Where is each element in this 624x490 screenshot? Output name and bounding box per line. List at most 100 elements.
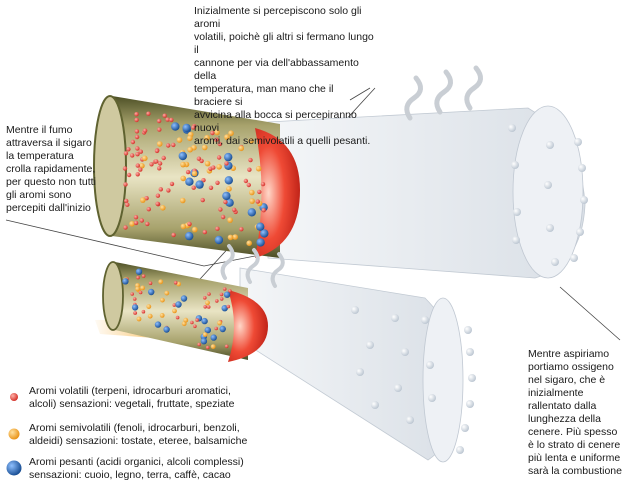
semivolatile-aroma-particle — [156, 141, 163, 147]
semivolatile-aroma-particle — [246, 240, 252, 246]
volatile-aroma-particle — [149, 162, 154, 167]
heavy-aroma-particle — [247, 208, 256, 217]
volatile-aroma-particle — [187, 221, 192, 227]
volatile-aroma-particle — [201, 178, 206, 183]
volatile-aroma-particle — [123, 151, 129, 156]
heavy-aroma-particle — [178, 151, 187, 161]
heavy-aroma-particle — [256, 222, 265, 231]
semivolatile-aroma-particle — [201, 144, 208, 151]
volatile-aroma-particle — [126, 147, 131, 152]
heavy-aroma-particle — [148, 288, 155, 296]
volatile-aroma-particle — [141, 274, 146, 278]
volatile-aroma-particle — [239, 227, 244, 232]
volatile-aroma-particle — [134, 117, 139, 123]
semivolatile-aroma-particle — [135, 286, 141, 292]
volatile-aroma-particle — [223, 199, 228, 205]
semivolatile-aroma-particle — [183, 317, 189, 323]
oxygen-particle — [546, 224, 554, 232]
volatile-aroma-particle — [261, 208, 266, 213]
volatile-aroma-particle — [216, 155, 222, 160]
orange-dot-icon — [8, 428, 20, 440]
volatile-aroma-particle — [215, 226, 220, 231]
semivolatile-aroma-particle — [217, 320, 223, 326]
semivolatile-aroma-particle — [135, 283, 140, 288]
volatile-aroma-particle — [138, 167, 143, 172]
volatile-aroma-particle — [145, 221, 150, 227]
volatile-aroma-particle — [161, 155, 166, 161]
cigar-large — [93, 95, 586, 279]
note-temperature-drop: Mentre il fumo attraversa il sigaro la t… — [6, 124, 96, 214]
volatile-aroma-particle — [135, 172, 140, 177]
volatile-aroma-particle — [215, 299, 219, 303]
oxygen-particle — [464, 326, 472, 334]
volatile-aroma-particle — [146, 111, 151, 116]
semivolatile-aroma-particle — [140, 285, 146, 291]
heavy-aroma-particle — [204, 326, 211, 334]
volatile-aroma-particle — [228, 289, 232, 293]
semivolatile-aroma-particle — [176, 137, 183, 143]
volatile-aroma-particle — [224, 344, 229, 349]
semivolatile-aroma-particle — [210, 344, 216, 349]
volatile-aroma-particle — [208, 185, 214, 190]
legend-semivolatile-aromas: Aromi semivolatili (fenoli, idrocarburi,… — [2, 422, 302, 456]
volatile-aroma-particle — [172, 303, 177, 307]
volatile-aroma-particle — [169, 117, 174, 123]
legend-label: Aromi volatili (terpeni, idrocarburi aro… — [29, 385, 235, 410]
oxygen-particle — [466, 348, 474, 356]
volatile-aroma-particle — [155, 193, 161, 198]
semivolatile-aroma-particle — [214, 129, 220, 136]
volatile-aroma-particle — [196, 156, 202, 161]
semivolatile-aroma-particle — [204, 134, 210, 141]
volatile-aroma-particle — [122, 166, 128, 171]
volatile-aroma-particle — [158, 187, 163, 192]
semivolatile-aroma-particle — [160, 205, 166, 211]
semivolatile-aroma-particle — [179, 197, 186, 204]
oxygen-particle — [544, 181, 552, 189]
oxygen-particle — [580, 196, 588, 204]
volatile-aroma-particle — [157, 161, 163, 166]
smoke-wisps-small — [220, 244, 285, 288]
heavy-aroma-particle — [131, 304, 139, 311]
semivolatile-aroma-particle — [238, 145, 244, 152]
oxygen-particles — [351, 124, 588, 454]
heavy-aroma-particle — [175, 301, 182, 308]
volatile-aroma-particle — [169, 181, 175, 187]
volatile-aroma-particle — [130, 292, 134, 296]
oxygen-particle — [461, 424, 469, 432]
volatile-aroma-particle — [222, 287, 227, 291]
volatile-aroma-particle — [202, 229, 207, 235]
heavy-aroma-particle — [180, 295, 188, 302]
heavy-aroma-particle — [171, 122, 180, 131]
heavy-aroma-particle — [122, 278, 129, 285]
volatile-aroma-particle — [224, 161, 229, 166]
semivolatile-aroma-particle — [187, 135, 193, 141]
volatile-aroma-particle — [218, 207, 223, 212]
volatile-aroma-particle — [123, 182, 128, 187]
volatile-aroma-particle — [190, 320, 194, 325]
volatile-aroma-particle — [171, 142, 176, 148]
volatile-aroma-particle — [126, 172, 132, 178]
oxygen-particle — [511, 161, 519, 169]
semivolatile-aroma-particle — [158, 279, 164, 285]
oxygen-particle — [401, 348, 409, 356]
volatile-aroma-particle — [138, 149, 143, 154]
heavy-aroma-particle — [223, 291, 231, 298]
oxygen-particle — [406, 416, 414, 424]
volatile-aroma-particle — [135, 146, 140, 151]
volatile-aroma-particle — [257, 189, 262, 195]
volatile-aroma-particle — [157, 127, 162, 132]
legend-heavy-aromas: Aromi pesanti (acidi organici, alcoli co… — [2, 456, 302, 490]
oxygen-particle — [456, 446, 464, 454]
oxygen-particle — [574, 138, 582, 146]
volatile-aroma-particle — [141, 309, 146, 314]
volatile-aroma-particle — [134, 134, 140, 140]
oxygen-particle — [513, 208, 521, 216]
semivolatile-aroma-particle — [228, 130, 234, 136]
oxygen-particle — [551, 258, 559, 266]
volatile-aroma-particle — [154, 159, 159, 164]
semivolatile-aroma-particle — [164, 290, 170, 296]
volatile-aroma-particle — [220, 214, 226, 220]
heavy-aroma-particle — [185, 231, 194, 241]
semivolatile-aroma-particle — [226, 186, 232, 192]
